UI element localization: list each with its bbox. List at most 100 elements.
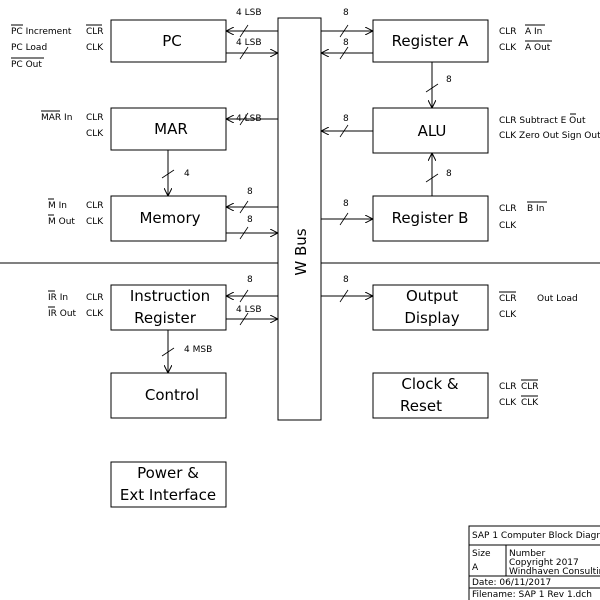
w-bus: [277, 17, 322, 421]
slash-mark: [239, 24, 249, 38]
signal-alu-line2: CLK Zero Out Sign Out: [499, 131, 600, 141]
signal-ir-in: IR In: [48, 293, 68, 303]
bus-label-rega-top: 8: [343, 8, 349, 18]
memory-block: [110, 195, 227, 242]
title-block-number-label: Number: [509, 549, 545, 559]
signal-clock-clr-bar: CLR: [521, 382, 539, 392]
output-display-label-1: Output: [406, 287, 458, 305]
slash-mark: [161, 169, 175, 179]
slash-mark: [425, 83, 439, 93]
signal-pc-clr: CLR: [86, 27, 104, 37]
signal-output-clk: CLK: [499, 310, 517, 320]
slash-mark: [339, 46, 349, 60]
slash-mark: [339, 289, 349, 303]
signal-pc-load: PC Load: [11, 43, 47, 53]
bus-label-alu-out: 8: [343, 114, 349, 124]
rega-signals: CLR A In CLK A Out: [499, 24, 552, 53]
slash-mark: [239, 200, 249, 214]
signal-ir-clk: CLK: [86, 309, 104, 319]
clock-reset-label-1: Clock &: [401, 375, 459, 393]
signal-mar-in: MAR In: [41, 113, 72, 123]
title-block-date: Date: 06/11/2017: [472, 578, 551, 588]
w-bus-label: W Bus: [292, 228, 310, 275]
pc-signals: PC Increment CLR PC Load CLK PC Out: [11, 24, 104, 70]
signal-output-clr: CLR: [499, 294, 517, 304]
regb-signals: CLR B In CLK: [499, 201, 547, 231]
signal-ir-out: IR Out: [48, 309, 77, 319]
signal-regb-clr: CLR: [499, 204, 517, 214]
signal-mar-clk: CLK: [86, 129, 104, 139]
ir-signals: IR In CLR IR Out CLK: [48, 290, 104, 319]
bus-label-regb-in: 8: [343, 199, 349, 209]
bus-label-mar-mem: 4: [184, 169, 190, 179]
bus-label-pc-in: 4 LSB: [236, 8, 262, 18]
mar-block-label: MAR: [154, 120, 188, 138]
power-label-2: Ext Interface: [120, 486, 216, 504]
clock-signals: CLR CLR CLK CLK: [499, 379, 539, 408]
signal-rega-clk: CLK: [499, 43, 517, 53]
bus-label-ir-in: 8: [247, 275, 253, 285]
instruction-register-block: [110, 284, 227, 331]
bus-label-mem-out: 8: [247, 187, 253, 197]
bus-label-output-in: 8: [343, 275, 349, 285]
title-block: SAP 1 Computer Block Diagram Size A Numb…: [468, 525, 600, 600]
signal-mem-out: M Out: [48, 217, 75, 227]
register-a-block: [372, 19, 489, 63]
slash-mark: [239, 289, 249, 303]
signal-regb-clk: CLK: [499, 221, 517, 231]
signal-mem-in: M In: [48, 201, 67, 211]
bus-label-ir-control: 4 MSB: [184, 345, 212, 355]
title-block-filename: Filename: SAP 1 Rev 1.dch: [472, 590, 592, 600]
bus-connections: 4 LSB 4 LSB 8 8 8 4 LSB 8 4 8: [161, 8, 452, 372]
title-block-size-value: A: [472, 563, 479, 573]
instruction-register-label-1: Instruction: [130, 287, 210, 305]
instruction-register-label-2: Register: [134, 309, 197, 327]
signal-clock-clk: CLK: [499, 398, 517, 408]
control-block-label: Control: [145, 386, 199, 404]
memory-block-label: Memory: [139, 209, 200, 227]
bus-label-regb-alu: 8: [446, 169, 452, 179]
clock-reset-block: [372, 372, 489, 419]
output-display-label-2: Display: [404, 309, 459, 327]
signal-pc-increment: PC Increment: [11, 27, 72, 37]
slash-mark: [239, 112, 249, 126]
signal-clock-clr: CLR: [499, 382, 517, 392]
signal-rega-out: A Out: [525, 43, 551, 53]
slash-mark: [239, 46, 249, 60]
signal-clock-clk-bar: CLK: [521, 398, 539, 408]
alu-block-label: ALU: [418, 122, 447, 140]
title-block-copyright: Copyright 2017: [509, 558, 579, 568]
signal-rega-clr: CLR: [499, 27, 517, 37]
alu-block: [372, 107, 489, 154]
signal-mem-clk: CLK: [86, 217, 104, 227]
slash-mark: [239, 226, 249, 240]
mar-signals: MAR In CLR CLK: [41, 110, 104, 139]
signal-regb-in: B In: [527, 204, 544, 214]
control-block: [110, 372, 227, 419]
memory-signals: M In CLR M Out CLK: [48, 198, 104, 227]
signal-mem-clr: CLR: [86, 201, 104, 211]
title-block-title: SAP 1 Computer Block Diagram: [472, 531, 600, 541]
slash-mark: [339, 24, 349, 38]
power-block: [110, 461, 227, 508]
signal-pc-out: PC Out: [11, 60, 42, 70]
register-b-label: Register B: [392, 209, 469, 227]
bus-label-ir-out: 4 LSB: [236, 305, 262, 315]
slash-mark: [339, 124, 349, 138]
bus-label-mar-in: 4 LSB: [236, 114, 262, 124]
bus-label-rega-alu: 8: [446, 75, 452, 85]
output-signals: CLR Out Load CLK: [499, 291, 578, 320]
pc-block: [110, 19, 227, 63]
bus-label-mem-in: 8: [247, 215, 253, 225]
slash-mark: [239, 312, 249, 326]
output-display-block: [372, 284, 489, 331]
slash-mark: [425, 173, 439, 183]
pc-block-label: PC: [162, 32, 182, 50]
register-a-label: Register A: [392, 32, 470, 50]
signal-ir-clr: CLR: [86, 293, 104, 303]
signal-mar-clr: CLR: [86, 113, 104, 123]
register-b-block: [372, 195, 489, 242]
signal-alu-line1: CLR Subtract E Out: [499, 116, 586, 126]
alu-signals: CLR Subtract E Out CLK Zero Out Sign Out: [499, 113, 600, 141]
title-block-size-label: Size: [472, 549, 491, 559]
